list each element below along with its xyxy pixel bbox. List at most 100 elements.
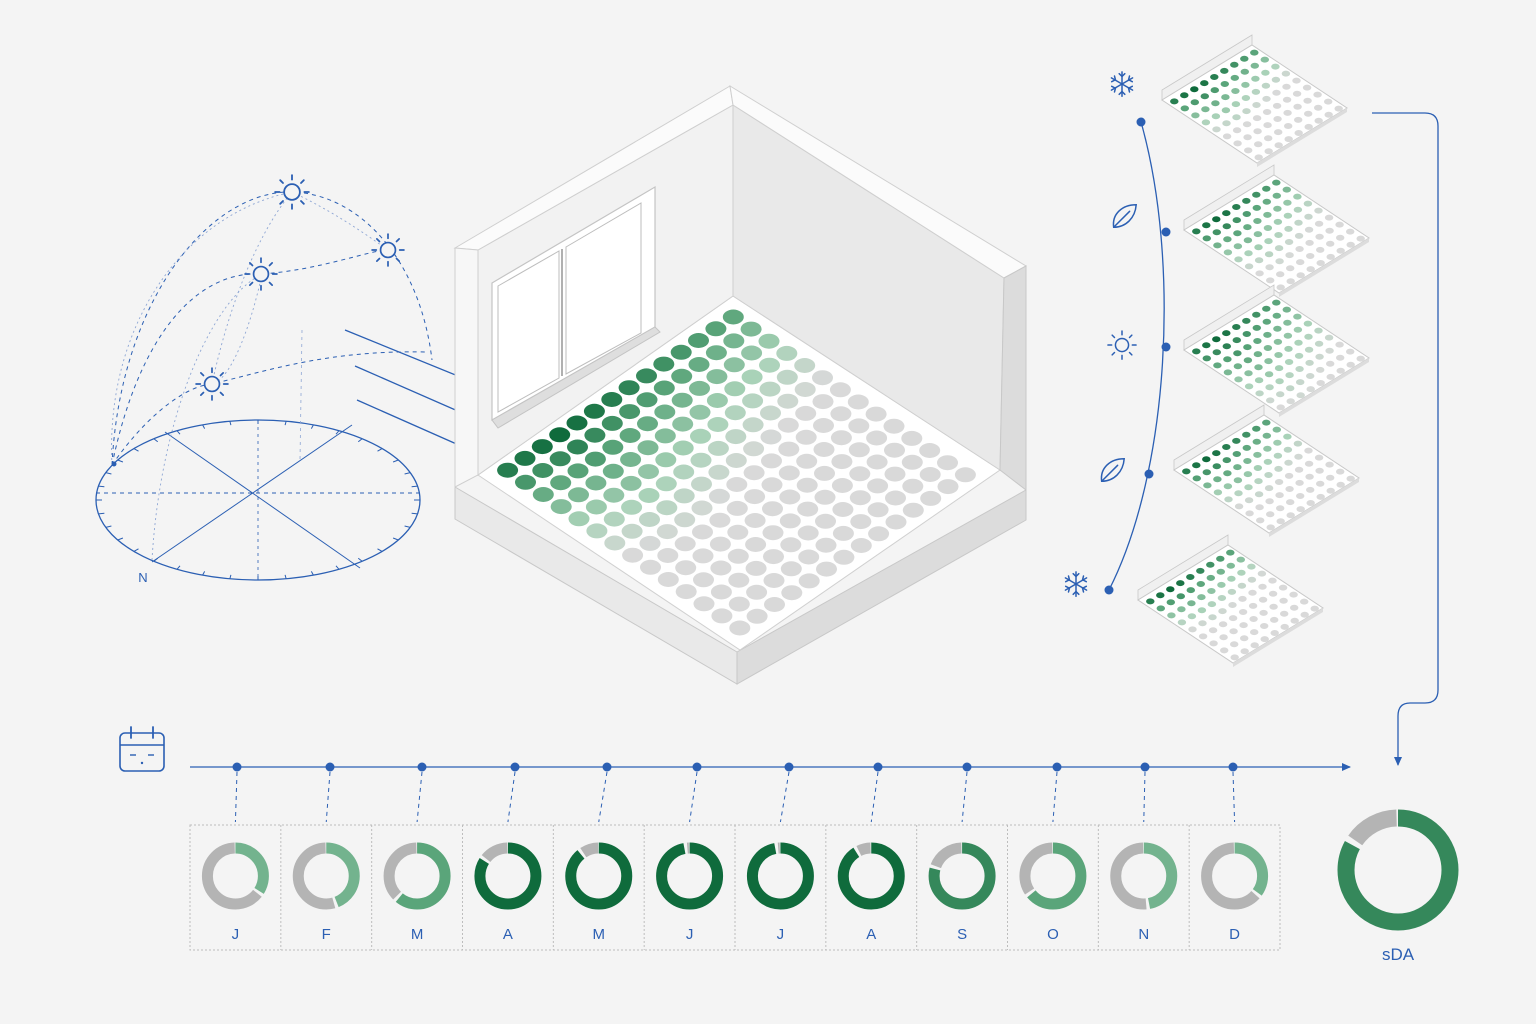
season-sensor-point [1269, 603, 1278, 610]
season-sensor-point [1218, 621, 1228, 628]
season-arc [1108, 121, 1165, 591]
origin-dot [111, 461, 117, 467]
season-sensor-point [1251, 75, 1260, 82]
compass-axis [164, 431, 361, 569]
season-sensor-point [1248, 589, 1257, 596]
month-item: N [1097, 762, 1178, 950]
season-sensor-point [1286, 265, 1295, 272]
season-sensor-point [1263, 458, 1273, 465]
illuminance-sensor-point [726, 477, 748, 492]
season-sensor-point [1305, 239, 1314, 246]
illuminance-sensor-point [831, 478, 853, 493]
illuminance-sensor-point [638, 464, 659, 480]
season-sensor-point [1289, 591, 1298, 598]
season-sensor-point [1325, 347, 1334, 354]
illuminance-sensor-point [815, 537, 837, 553]
season-sensor-point [1212, 229, 1222, 236]
season-sensor-point [1238, 595, 1247, 602]
illuminance-sensor-point [746, 584, 768, 600]
month-donut [292, 842, 360, 910]
season-sensor-point [1252, 115, 1262, 122]
season-marker [1104, 585, 1114, 595]
compass-tick [335, 430, 340, 435]
season-sensor-point [1286, 398, 1295, 405]
compass-tick [404, 472, 411, 475]
season-sensor-point [1243, 357, 1253, 364]
season-sensor-point [1272, 89, 1281, 96]
illuminance-sensor-point [708, 464, 730, 480]
illuminance-sensor-point [937, 479, 959, 495]
season-sensor-point [1276, 391, 1285, 398]
season-sensor-point [1336, 234, 1345, 241]
illuminance-sensor-point [832, 525, 854, 541]
season-sensor-point [1243, 134, 1252, 141]
illuminance-sensor-point [710, 584, 732, 600]
season-sensor-point [1296, 272, 1305, 279]
illuminance-sensor-point [688, 333, 709, 348]
sun-icon [371, 233, 405, 267]
season-sensor-point [1232, 337, 1242, 344]
season-sensor-point [1324, 98, 1333, 105]
season-sensor-point [1222, 223, 1232, 230]
season-marker [1136, 117, 1146, 127]
month-item: O [1007, 762, 1087, 950]
month-label: D [1229, 926, 1240, 943]
illuminance-sensor-point [636, 368, 657, 384]
illuminance-sensor-point [764, 597, 785, 612]
season-sensor-point [1285, 372, 1294, 379]
donut-value-arc [928, 842, 996, 910]
month-label: J [686, 926, 694, 943]
illuminance-sensor-point [568, 487, 589, 503]
compass-tick [310, 571, 314, 576]
season-sensor-point [1292, 90, 1302, 97]
compass-tick [357, 557, 363, 562]
season-sensor-point [1216, 568, 1226, 575]
illuminance-sensor-point [727, 524, 749, 540]
season-sensor-point [1190, 86, 1199, 93]
season-sensor-point [1346, 348, 1355, 355]
illuminance-sensor-point [723, 333, 745, 349]
season-marker [1161, 227, 1171, 237]
season-sensor-point [1254, 364, 1263, 371]
season-sensor-point [1237, 569, 1246, 576]
season-sensor-point [1262, 318, 1272, 325]
season-sensor-point [1284, 136, 1293, 143]
season-sensor-point [1290, 617, 1299, 624]
season-sensor-point [1221, 107, 1231, 114]
season-sensor-point [1272, 312, 1282, 319]
season-sensor-point [1244, 263, 1254, 270]
season-sensor-point [1220, 67, 1229, 74]
season-sensor-point [1310, 605, 1319, 612]
illuminance-sensor-point [566, 415, 588, 431]
illuminance-sensor-point [514, 450, 536, 466]
season-sensor-point [1252, 438, 1262, 445]
season-sensor-point [1212, 216, 1221, 223]
season-sensor-point [1283, 212, 1293, 219]
floor-slab-side [736, 489, 1027, 685]
season-sensor-point [1294, 219, 1303, 226]
month-donut [565, 842, 633, 910]
season-sensor-point [1304, 333, 1313, 340]
season-sensor-point [1273, 338, 1283, 345]
illuminance-sensor-point [901, 454, 923, 470]
season-sensor-point [1254, 141, 1263, 148]
season-sensor-point [1262, 198, 1272, 205]
season-sensor-point [1232, 217, 1242, 224]
donut-remainder-arc [1110, 842, 1178, 910]
season-sensor-point [1222, 133, 1232, 140]
season-sensor-point [1264, 251, 1274, 258]
season-sensor-point [1213, 362, 1222, 369]
season-sensor-point [1245, 510, 1254, 517]
season-sensor-point [1279, 597, 1288, 604]
illuminance-sensor-point [795, 429, 817, 445]
donut-value-arc [1110, 842, 1178, 910]
season-sensor-point [1230, 654, 1239, 661]
month-label: M [411, 926, 424, 943]
season-sensor-point [1305, 473, 1314, 480]
illuminance-sensor-point [829, 382, 851, 398]
season-sensor-point [1250, 49, 1259, 56]
season-sensor-point [1240, 635, 1249, 642]
season-sensor-point [1335, 341, 1344, 348]
illuminance-sensor-point [725, 453, 747, 468]
